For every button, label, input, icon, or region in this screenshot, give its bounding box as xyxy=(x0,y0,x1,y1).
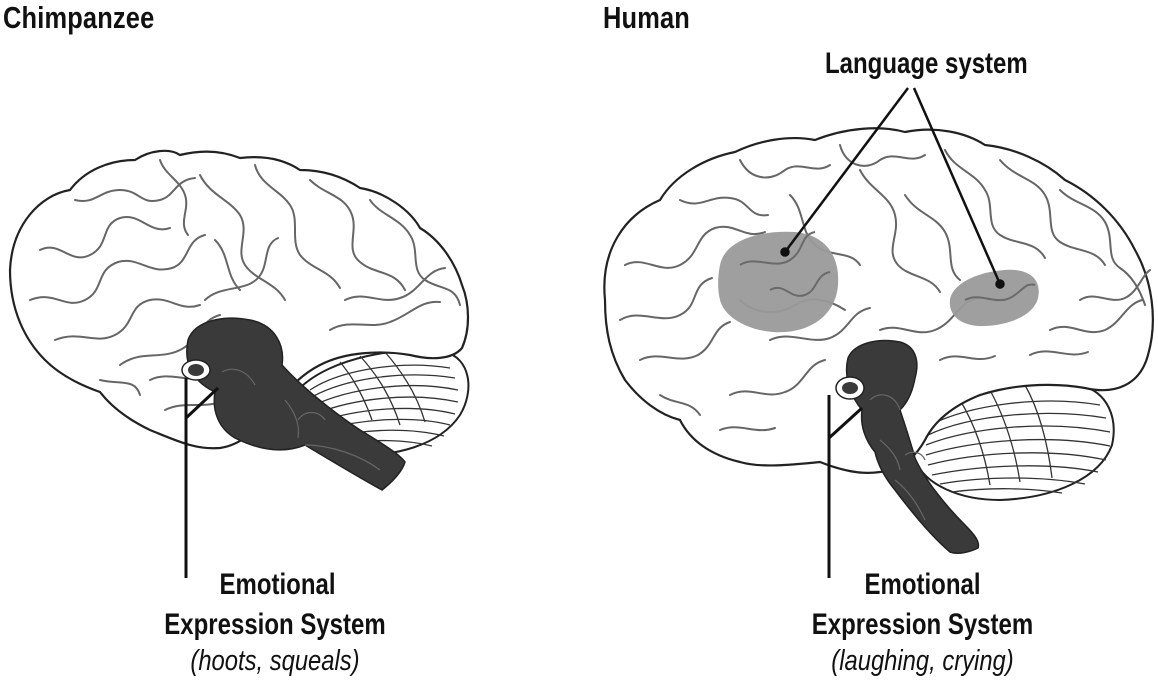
human-brain xyxy=(603,87,1154,578)
human-emotional-region xyxy=(835,339,980,554)
human-emotional-examples: (laughing, crying) xyxy=(831,645,1014,677)
human-emotional-label-line2: Expression System xyxy=(811,608,1034,641)
human-language-region-temporal xyxy=(949,269,1039,327)
human-language-pointer xyxy=(780,87,1005,289)
human-gyri xyxy=(619,144,1151,432)
human-emotional-label-line1: Emotional xyxy=(864,568,981,601)
human-emotional-pointer xyxy=(827,395,864,578)
chimpanzee-emotional-label-line1: Emotional xyxy=(219,568,336,601)
chimpanzee-emotional-examples: (hoots, squeals) xyxy=(190,645,360,677)
chimpanzee-title: Chimpanzee xyxy=(3,0,155,35)
chimpanzee-emotional-region xyxy=(181,317,406,491)
human-title: Human xyxy=(603,0,690,35)
chimpanzee-emotional-label-line2: Expression System xyxy=(164,608,386,641)
chimpanzee-brain xyxy=(8,149,470,578)
human-cerebrum xyxy=(603,127,1154,474)
chimpanzee-emotional-pointer xyxy=(184,378,220,578)
human-language-region-frontal xyxy=(718,231,839,333)
language-system-label: Language system xyxy=(825,47,1028,80)
